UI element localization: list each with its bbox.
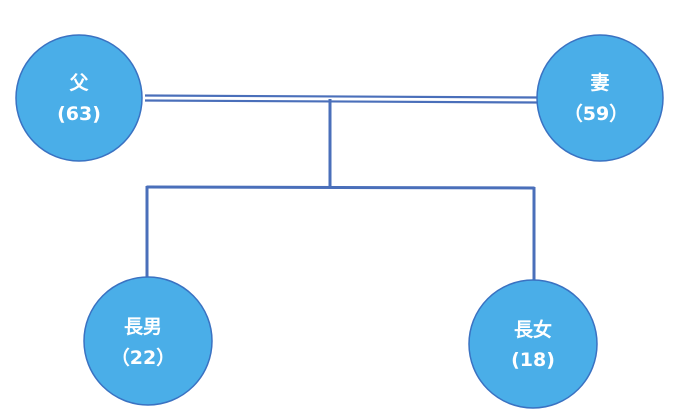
- node-father: 父 (63): [15, 34, 143, 162]
- node-eldest-daughter-name: 長女: [514, 318, 552, 341]
- node-father-name: 父: [68, 72, 89, 94]
- sibling-bar: [146, 185, 535, 190]
- node-wife: 妻 （59）: [536, 34, 664, 162]
- node-father-circle: [15, 34, 143, 162]
- node-eldest-son-circle: [83, 276, 213, 406]
- marriage-line-upper: [144, 94, 541, 99]
- node-wife-name: 妻: [590, 71, 609, 94]
- node-father-age: (63): [57, 103, 101, 125]
- node-eldest-daughter-age: (18): [511, 349, 555, 371]
- node-eldest-son: 長男 （22）: [83, 276, 213, 406]
- node-eldest-son-age: （22）: [111, 346, 175, 369]
- marriage-line-lower: [144, 99, 541, 104]
- node-eldest-son-name: 長男: [124, 316, 162, 338]
- node-eldest-daughter: 長女 (18): [468, 279, 598, 409]
- node-eldest-daughter-circle: [468, 279, 598, 409]
- node-wife-age: （59）: [564, 102, 628, 125]
- node-wife-circle: [536, 34, 664, 162]
